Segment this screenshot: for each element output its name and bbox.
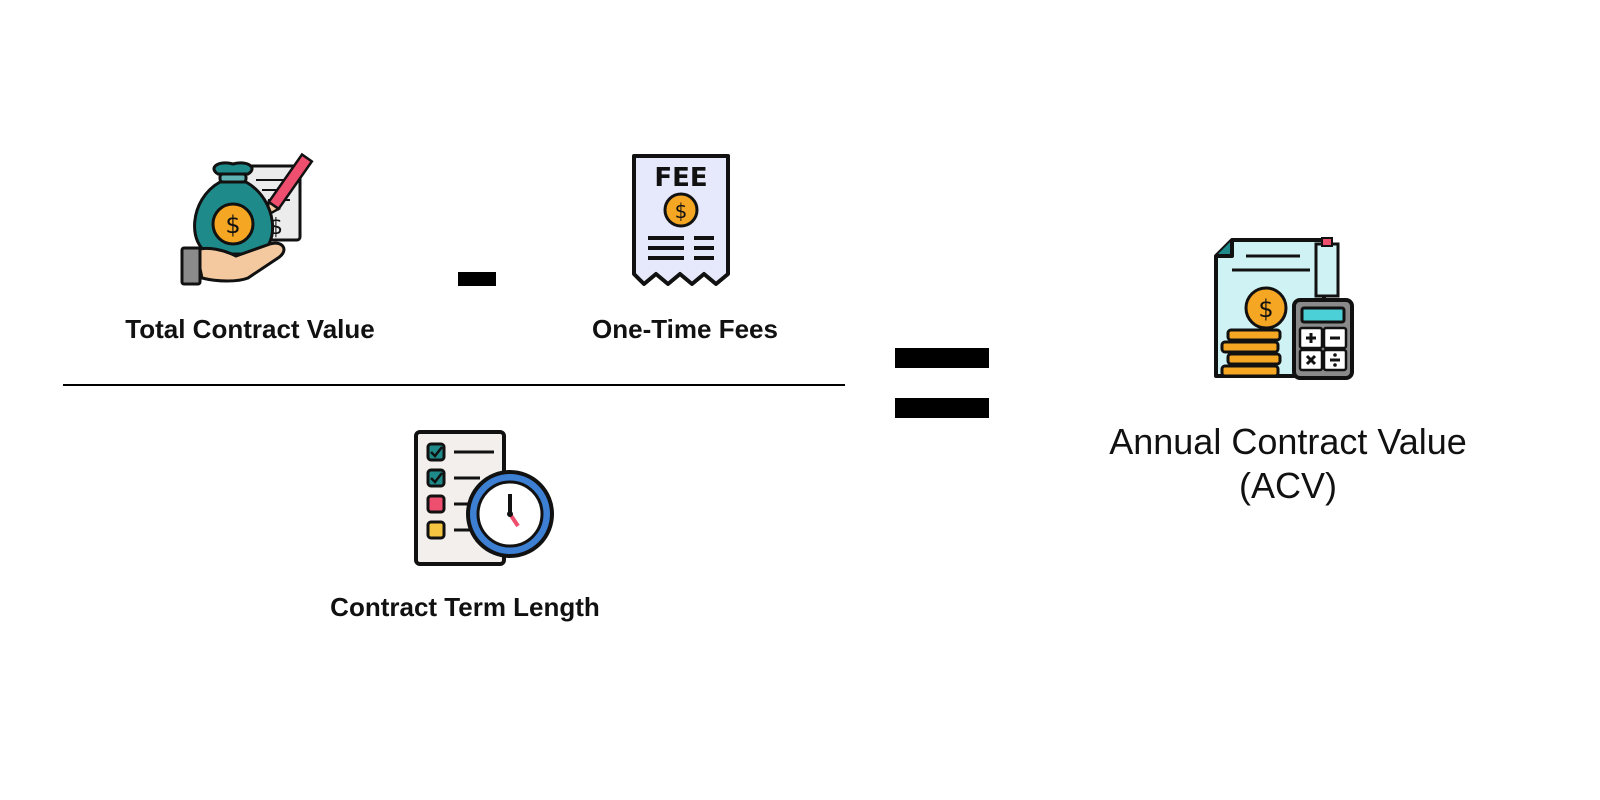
fee-receipt-icon: FEE $: [626, 150, 736, 290]
division-line: [63, 384, 845, 386]
svg-text:$: $: [675, 199, 688, 223]
checklist-clock-icon: [410, 430, 555, 568]
result-line-1: Annual Contract Value: [1109, 421, 1467, 462]
svg-text:$: $: [1258, 295, 1273, 323]
equals-sign-top: [895, 348, 989, 368]
money-bag-contract-icon: $ $: [178, 150, 318, 290]
result-line-2: (ACV): [1239, 465, 1337, 506]
equals-sign-bottom: [895, 398, 989, 418]
calculator-document-coins-icon: $: [1210, 236, 1358, 382]
svg-text:FEE: FEE: [654, 163, 707, 193]
minus-sign: [458, 272, 496, 286]
annual-contract-value-label: Annual Contract Value (ACV): [1060, 420, 1516, 508]
one-time-fees-label: One-Time Fees: [592, 314, 778, 344]
svg-text:$: $: [225, 211, 240, 239]
total-contract-value-label: Total Contract Value: [125, 314, 375, 344]
contract-term-length-label: Contract Term Length: [330, 592, 600, 622]
